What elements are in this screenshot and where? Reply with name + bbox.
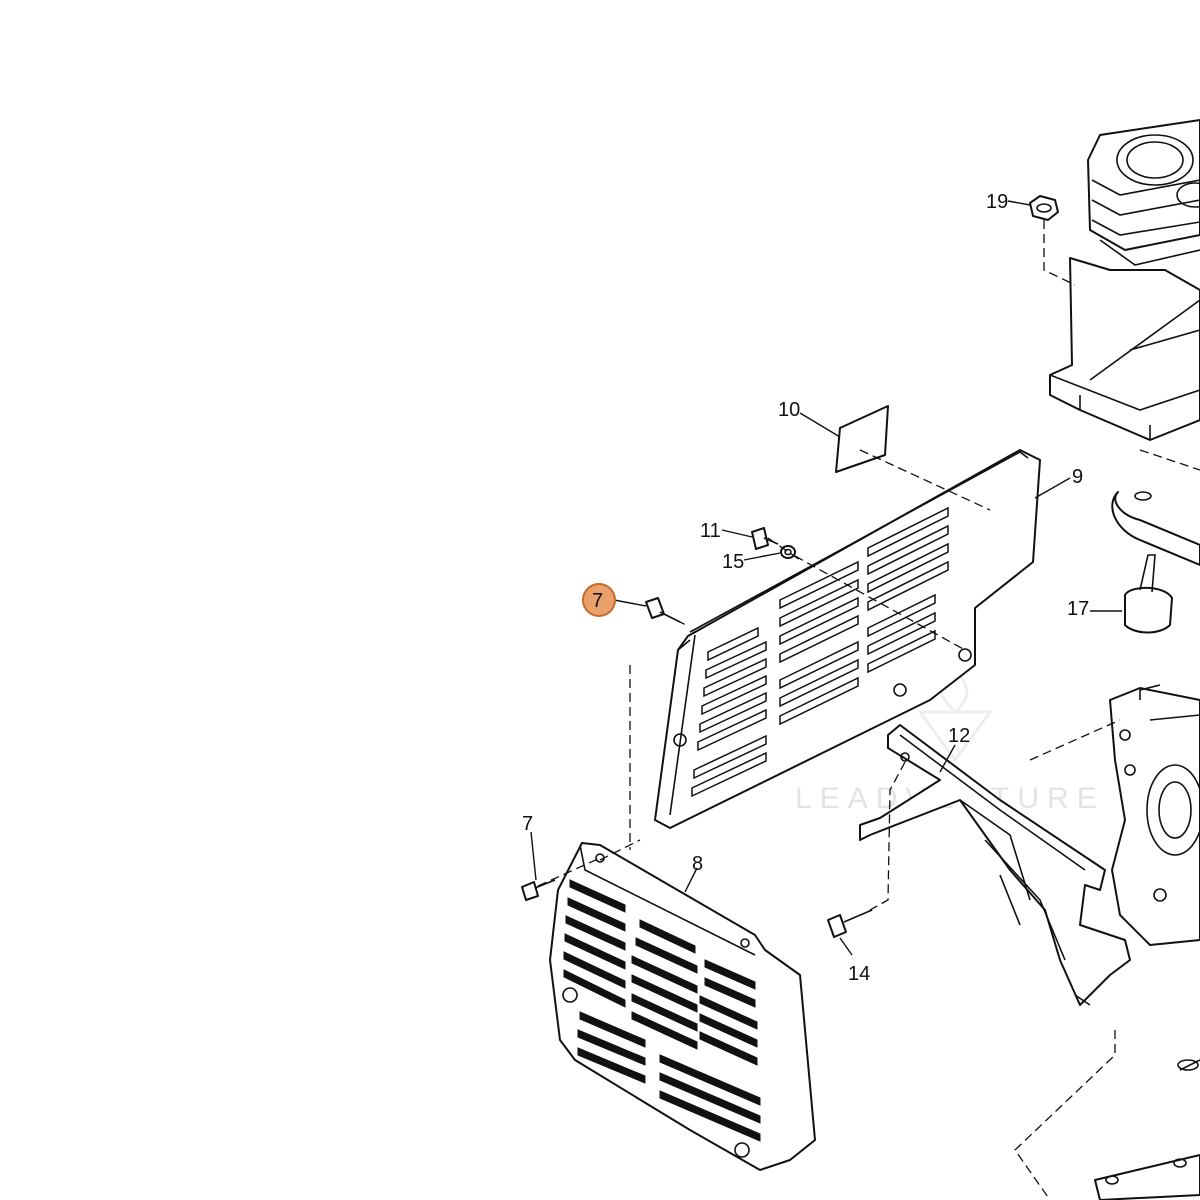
- crankcase: [1109, 684, 1200, 946]
- highlighted-callout-circle[interactable]: [582, 583, 616, 617]
- part-17-rubber-mount: [1124, 554, 1173, 634]
- part-10-label: [835, 405, 889, 473]
- leader-lines: [530, 200, 1122, 956]
- callout-12[interactable]: 12: [948, 725, 970, 747]
- cover-8-vent-slots: [563, 879, 761, 1142]
- callout-9[interactable]: 9: [1072, 466, 1083, 488]
- part-19-nut: [1029, 195, 1059, 221]
- callout-7[interactable]: 7: [522, 813, 533, 835]
- callout-17[interactable]: 17: [1067, 598, 1089, 620]
- callout-7-highlighted[interactable]: 7: [592, 590, 603, 612]
- callout-10[interactable]: 10: [778, 399, 800, 421]
- engine-block: [1049, 119, 1200, 471]
- callout-8[interactable]: 8: [692, 853, 703, 875]
- panel-9-vent-slots: [691, 506, 949, 798]
- part-7-bolt-upper: [645, 597, 681, 623]
- mount-plate: [1111, 491, 1200, 566]
- lower-right-parts: [1014, 1030, 1200, 1200]
- part-14-bolt: [827, 909, 873, 938]
- part-8-cover: [549, 842, 816, 1171]
- callout-15[interactable]: 15: [722, 551, 744, 573]
- callout-11[interactable]: 11: [700, 520, 721, 542]
- part-12-bracket: [859, 724, 1131, 1006]
- part-9-side-panel: [654, 449, 1041, 829]
- part-7-bolt-lower: [521, 879, 556, 901]
- callout-14[interactable]: 14: [848, 963, 870, 985]
- part-11-bolt: [751, 527, 779, 550]
- callout-19[interactable]: 19: [986, 191, 1008, 213]
